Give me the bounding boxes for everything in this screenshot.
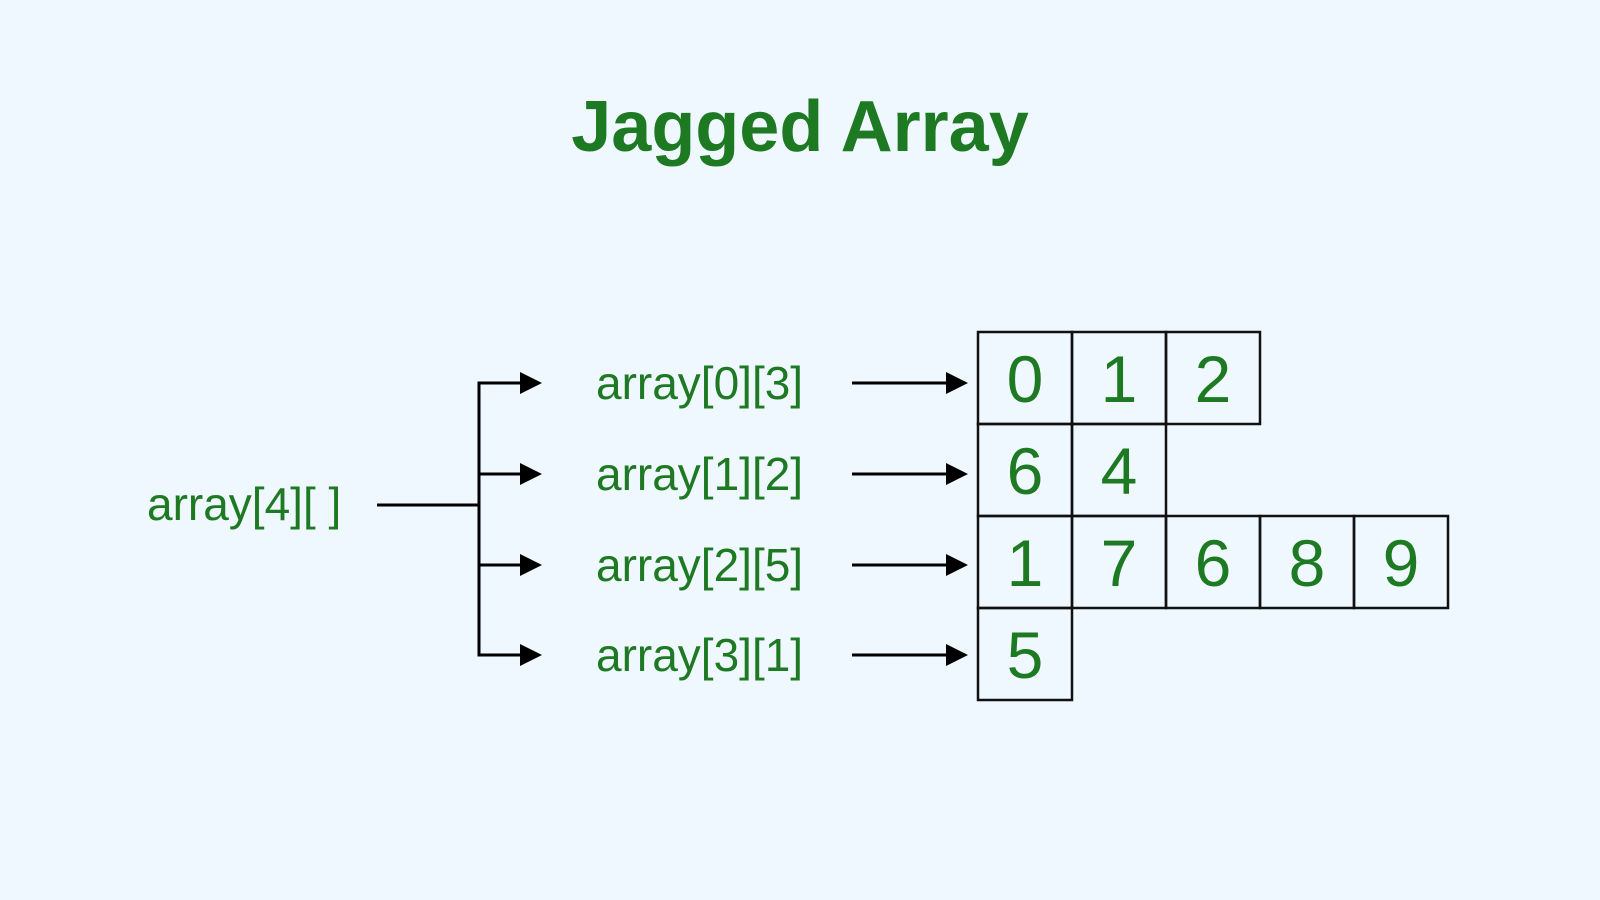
- cell-value: 7: [1101, 526, 1138, 600]
- row-arrow: [852, 644, 968, 666]
- cell-value: 2: [1195, 342, 1232, 416]
- array-cell: 8: [1258, 514, 1356, 610]
- array-cell: 9: [1352, 514, 1450, 610]
- cell-value: 6: [1195, 526, 1232, 600]
- row-label: array[2][5]: [596, 539, 803, 591]
- array-cell: 4: [1070, 422, 1168, 518]
- root-array-label: array[4][ ]: [147, 478, 341, 530]
- branch-arrow: [479, 554, 542, 576]
- cell-border: [1352, 514, 1450, 610]
- cell-border: [1164, 330, 1262, 426]
- cell-value: 1: [1101, 342, 1138, 416]
- array-cell: 7: [1070, 514, 1168, 610]
- cell-value: 5: [1007, 618, 1044, 692]
- cell-border: [976, 606, 1074, 702]
- cell-value: 8: [1289, 526, 1326, 600]
- branch-arrow: [479, 372, 542, 394]
- branch-arrow: [479, 644, 542, 666]
- array-cell: 6: [1164, 514, 1262, 610]
- page-title: Jagged Array: [571, 87, 1029, 167]
- cell-value: 0: [1007, 342, 1044, 416]
- array-cell: 6: [976, 422, 1074, 518]
- array-cell: 5: [976, 606, 1074, 702]
- row-arrow: [852, 463, 968, 485]
- row-arrow: [852, 554, 968, 576]
- row-arrow: [852, 372, 968, 394]
- cell-value: 6: [1007, 434, 1044, 508]
- row-label: array[0][3]: [596, 357, 803, 409]
- branch-arrow: [479, 463, 542, 485]
- array-cell: 0: [976, 330, 1074, 426]
- cell-value: 1: [1007, 526, 1044, 600]
- array-cell: 2: [1164, 330, 1262, 426]
- array-cell: 1: [1070, 330, 1168, 426]
- row-label: array[3][1]: [596, 629, 803, 681]
- row-label: array[1][2]: [596, 448, 803, 500]
- cell-value: 9: [1383, 526, 1420, 600]
- array-cell: 1: [976, 514, 1074, 610]
- cell-value: 4: [1101, 434, 1138, 508]
